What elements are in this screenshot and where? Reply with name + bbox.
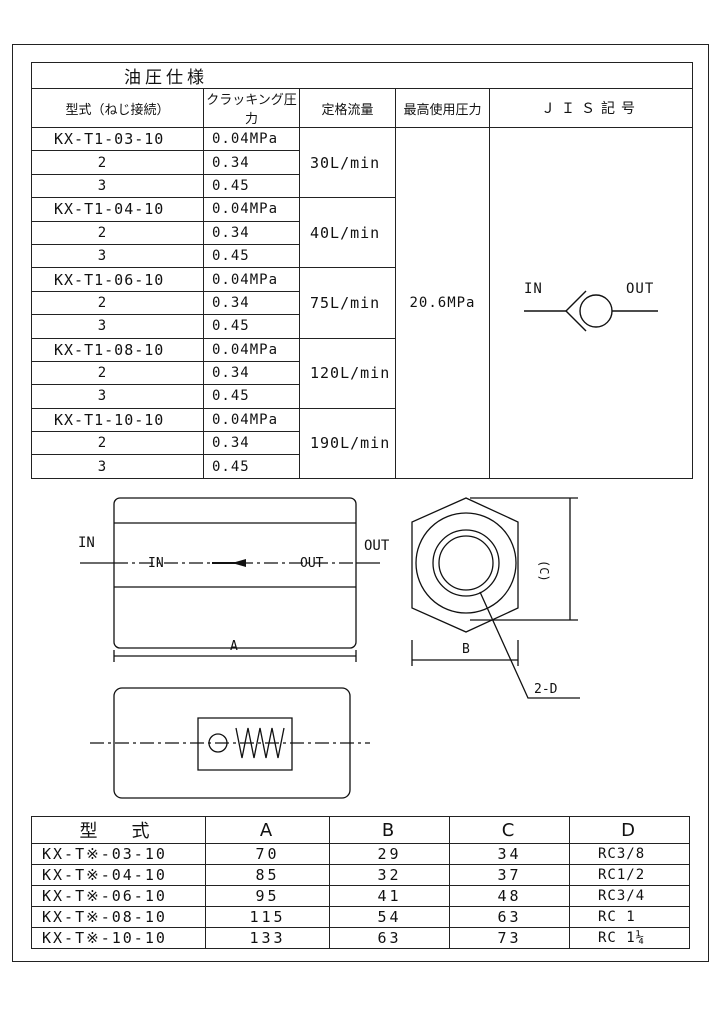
hex-end-view: [411, 497, 519, 633]
dim-b: 41: [329, 885, 450, 907]
header-max-pressure: 最高使用圧力: [395, 88, 490, 128]
dim-model: KX-T※-03-10: [31, 843, 206, 865]
dim-a: 95: [205, 885, 330, 907]
cracking-pressure: 0.04MPa: [203, 197, 300, 222]
dim-d: RC 1¼: [569, 927, 690, 949]
cracking-pressure: 0.34: [203, 360, 300, 386]
max-pressure: 20.6MPa: [395, 127, 490, 479]
drawing-sheet: [12, 44, 709, 962]
cracking-pressure: 0.45: [203, 384, 300, 409]
cracking-pressure: 0.45: [203, 173, 300, 199]
spec-model-variant: 2: [31, 220, 204, 245]
spec-model-variant: 2: [31, 290, 204, 316]
spec-model-variant: 2: [31, 360, 204, 386]
dim-model: KX-T※-10-10: [31, 927, 206, 949]
dim-b: 29: [329, 843, 450, 865]
header-rated-flow: 定格流量: [299, 88, 396, 128]
dim-d: RC 1: [569, 906, 690, 928]
cracking-pressure: 0.04MPa: [203, 407, 300, 433]
rated-flow: 75L/min: [299, 267, 396, 339]
dim-c: 73: [449, 927, 570, 949]
rated-flow: 190L/min: [299, 407, 396, 479]
dim-header-model: 型 式: [31, 816, 206, 844]
valve-body-side-view: [113, 497, 357, 649]
cracking-pressure: 0.34: [203, 431, 300, 456]
cracking-pressure: 0.45: [203, 314, 300, 339]
dimension-a-label: A: [230, 639, 238, 654]
cracking-pressure: 0.04MPa: [203, 337, 300, 362]
dim-d: RC3/8: [569, 843, 690, 865]
rated-flow: 30L/min: [299, 126, 396, 199]
jis-in-label: IN: [524, 281, 543, 297]
dim-a: 85: [205, 864, 330, 886]
cracking-pressure: 0.34: [203, 150, 300, 175]
dim-c: 34: [449, 843, 570, 865]
header-cracking-pressure: クラッキング圧力: [203, 88, 300, 128]
drawing-in-outer: IN: [78, 535, 95, 551]
check-valve-symbol: IN OUT: [524, 281, 658, 332]
spec-model-variant: 2: [31, 150, 204, 175]
spec-model-variant: 3: [31, 173, 204, 199]
dim-model: KX-T※-08-10: [31, 906, 206, 928]
header-jis-symbol: ＪＩＳ記号: [489, 88, 693, 128]
cracking-pressure: 0.04MPa: [203, 126, 300, 152]
spec-model-variant: 2: [31, 431, 204, 456]
spec-table-wrapper: 油圧仕様 型式（ねじ接続） クラッキング圧力 定格流量 最高使用圧力 ＪＩＳ記号…: [31, 62, 693, 479]
jis-symbol-cell: IN OUT: [489, 127, 693, 479]
dimension-table: 型 式 A B C D KX-T※-03-10 70 29 34 RC3/8 K…: [31, 816, 690, 949]
dim-a: 70: [205, 843, 330, 865]
dim-a: 133: [205, 927, 330, 949]
cracking-pressure: 0.04MPa: [203, 267, 300, 292]
spec-model-variant: 3: [31, 454, 204, 479]
drawing-out-inner: OUT: [300, 556, 324, 571]
cracking-pressure: 0.45: [203, 243, 300, 269]
drawing-in-inner: IN: [148, 556, 164, 571]
dimension-d-label: 2-D: [534, 682, 558, 697]
spec-model: KX-T1-06-10: [31, 267, 204, 292]
dim-d: RC3/4: [569, 885, 690, 907]
technical-drawing: IN IN OUT OUT A B (C) 2-D: [78, 497, 580, 799]
spec-model-variant: 3: [31, 314, 204, 339]
dim-header-c: C: [449, 816, 570, 844]
dim-c: 48: [449, 885, 570, 907]
dim-a: 115: [205, 906, 330, 928]
spec-model: KX-T1-04-10: [31, 197, 204, 222]
dim-model: KX-T※-06-10: [31, 885, 206, 907]
spec-table: 油圧仕様 型式（ねじ接続） クラッキング圧力 定格流量 最高使用圧力 ＪＩＳ記号…: [31, 62, 693, 479]
spec-model-variant: 3: [31, 384, 204, 409]
cracking-pressure: 0.34: [203, 220, 300, 245]
drawing-out-outer: OUT: [364, 538, 390, 554]
spec-title: 油圧仕様: [31, 62, 693, 89]
dimension-b-label: B: [462, 642, 470, 657]
dimension-table-wrapper: 型 式 A B C D KX-T※-03-10 70 29 34 RC3/8 K…: [31, 816, 690, 949]
dim-header-b: B: [329, 816, 450, 844]
rated-flow: 40L/min: [299, 197, 396, 269]
dim-b: 54: [329, 906, 450, 928]
header-model: 型式（ねじ接続）: [31, 88, 204, 128]
dim-header-d: D: [569, 816, 690, 844]
dim-c: 37: [449, 864, 570, 886]
cracking-pressure: 0.45: [203, 454, 300, 479]
jis-out-label: OUT: [626, 281, 654, 297]
dim-d: RC1/2: [569, 864, 690, 886]
dim-c: 63: [449, 906, 570, 928]
spec-model-variant: 3: [31, 243, 204, 269]
dim-b: 63: [329, 927, 450, 949]
spec-model: KX-T1-03-10: [31, 126, 204, 152]
spec-model: KX-T1-08-10: [31, 337, 204, 362]
dim-b: 32: [329, 864, 450, 886]
spec-model: KX-T1-10-10: [31, 407, 204, 433]
dimension-c-label: (C): [537, 560, 551, 582]
rated-flow: 120L/min: [299, 337, 396, 409]
dim-model: KX-T※-04-10: [31, 864, 206, 886]
cracking-pressure: 0.34: [203, 290, 300, 316]
dim-header-a: A: [205, 816, 330, 844]
